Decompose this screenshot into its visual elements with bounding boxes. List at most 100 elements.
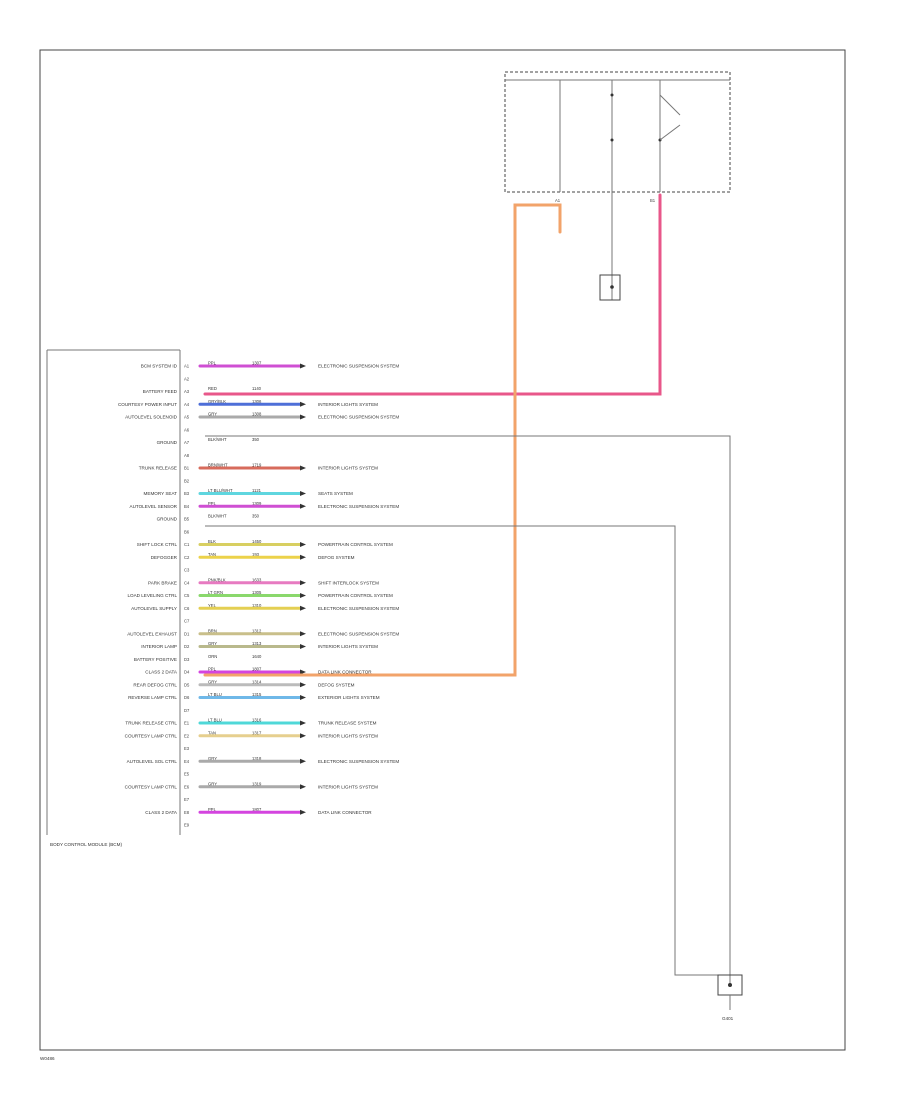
circuit-number: 350	[252, 514, 260, 519]
pin-id: D6	[184, 695, 190, 700]
connector-row: E9	[184, 823, 190, 828]
destination-system: EXTERIOR LIGHTS SYSTEM	[318, 695, 380, 700]
footer-code: W0486	[40, 1056, 55, 1061]
wire-ground-a7	[205, 435, 731, 985]
connector-row: B2	[184, 478, 190, 483]
circuit-number: 193	[252, 552, 260, 557]
junction-right-pin: B1	[650, 198, 656, 203]
connector-row: A8	[184, 453, 190, 458]
destination-system: INTERIOR LIGHTS SYSTEM	[318, 784, 378, 789]
continuation-arrow-icon	[300, 682, 306, 688]
circuit-number: 1317	[252, 730, 262, 735]
circuit-number: 1633	[252, 577, 262, 582]
pin-function-label: BCM SYSTEM ID	[141, 364, 178, 369]
pin-function-label: REVERSE LAMP CTRL	[128, 695, 177, 700]
wire-orange-battery-positive	[203, 203, 562, 677]
pin-function-label: INTERIOR LAMP	[141, 644, 177, 649]
connector-row: D7	[184, 708, 190, 713]
wire-color-code: RED	[208, 386, 217, 391]
pin-function-label: COURTESY LAMP CTRL	[125, 784, 178, 789]
pin-id: B5	[184, 517, 190, 522]
junction-left-pin: A1	[555, 198, 561, 203]
pin-id: B3	[184, 491, 190, 496]
pin-id: D2	[184, 644, 190, 649]
pin-id: B1	[184, 466, 190, 471]
destination-system: DEFOG SYSTEM	[318, 682, 355, 687]
pin-id: D1	[184, 631, 190, 636]
pin-id: A7	[184, 440, 190, 445]
continuation-arrow-icon	[300, 542, 306, 547]
destination-system: POWERTRAIN CONTROL SYSTEM	[318, 593, 393, 598]
continuation-arrow-icon	[300, 414, 306, 420]
pin-function-label: AUTOLEVEL SUPPLY	[131, 606, 177, 611]
circuit-number: 1640	[252, 654, 262, 659]
circuit-number: 1140	[252, 386, 262, 391]
continuation-arrow-icon	[300, 363, 306, 369]
circuit-number: 1312	[252, 628, 262, 633]
wire-color-code: GRY	[208, 756, 217, 761]
wire-color-code: PNK/BLK	[208, 577, 226, 582]
circuit-number: 1309	[252, 501, 262, 506]
wire-color-code: YEL	[208, 603, 217, 608]
pin-id: A6	[184, 427, 190, 432]
destination-system: SHIFT INTERLOCK SYSTEM	[318, 580, 379, 585]
circuit-number: 1310	[252, 603, 262, 608]
circuit-number: 1307	[252, 361, 262, 366]
continuation-arrow-icon	[300, 695, 306, 700]
pin-id: E8	[184, 810, 190, 815]
pin-function-label: AUTOLEVEL SOL CTRL	[127, 759, 178, 764]
pin-id: E1	[184, 721, 190, 726]
wire-color-code: PPL	[208, 361, 217, 366]
continuation-arrow-icon	[300, 580, 306, 586]
destination-system: SEATS SYSTEM	[318, 491, 353, 496]
destination-system: ELECTRONIC SUSPENSION SYSTEM	[318, 759, 399, 764]
pin-function-label: DEFOGGER	[151, 555, 178, 560]
pin-function-label: MEMORY SEAT	[144, 491, 178, 496]
pin-id: E7	[184, 797, 190, 802]
circuit-number: 1308	[252, 412, 262, 417]
pin-id: E9	[184, 823, 190, 828]
pin-function-label: AUTOLEVEL SENSOR	[130, 504, 178, 509]
continuation-arrow-icon	[300, 758, 306, 764]
module-outline	[46, 349, 181, 835]
continuation-arrow-icon	[300, 593, 306, 598]
continuation-arrow-icon	[300, 605, 306, 611]
connector-row: A2	[184, 376, 190, 381]
pin-function-label: REAR DEFOG CTRL	[133, 682, 177, 687]
destination-system: DATA LINK CONNECTOR	[318, 670, 372, 675]
pin-id: A1	[184, 364, 190, 369]
continuation-arrow-icon	[300, 784, 306, 790]
continuation-arrow-icon	[300, 733, 306, 739]
circuit-number: 1121	[252, 488, 262, 493]
destination-system: ELECTRONIC SUSPENSION SYSTEM	[318, 606, 399, 611]
circuit-number: 1450	[252, 539, 262, 544]
pin-id: E5	[184, 772, 190, 777]
pin-function-label: SHIFT LOCK CTRL	[137, 542, 178, 547]
wire-ground-b5	[205, 525, 730, 976]
destination-system: INTERIOR LIGHTS SYSTEM	[318, 466, 378, 471]
circuit-number: 1719	[252, 463, 262, 468]
continuation-arrow-icon	[300, 491, 306, 496]
pin-function-label: CLASS 2 DATA	[145, 810, 178, 815]
wire-color-code: BLK/WHT	[208, 514, 227, 519]
continuation-arrow-icon	[300, 554, 306, 560]
destination-system: TRUNK RELEASE SYSTEM	[318, 721, 377, 726]
circuit-number: 1313	[252, 641, 262, 646]
circuit-number: 1807	[252, 807, 262, 812]
destination-system: ELECTRONIC SUSPENSION SYSTEM	[318, 364, 399, 369]
pin-function-label: TRUNK RELEASE CTRL	[125, 721, 177, 726]
pin-id: A5	[184, 415, 190, 420]
